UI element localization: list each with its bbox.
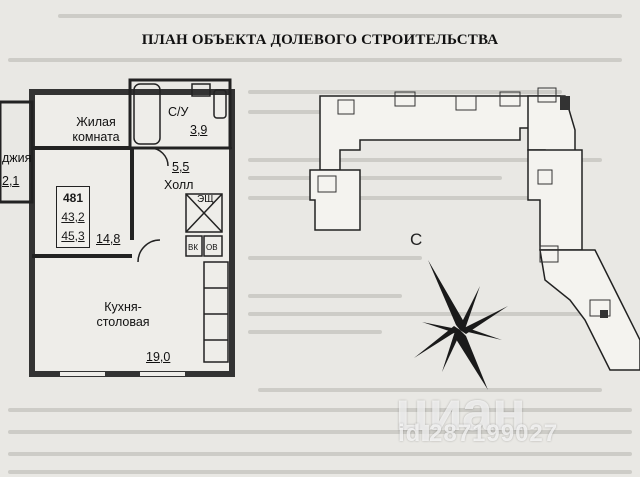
shaft-label: ЭЩ bbox=[197, 194, 214, 205]
apartment-area-total: 45,3 bbox=[61, 228, 85, 243]
bathroom-label: С/У bbox=[168, 105, 189, 119]
kitchen-area: 19,0 bbox=[146, 350, 171, 364]
building-site-plan bbox=[309, 87, 640, 390]
north-letter: С bbox=[410, 230, 423, 249]
hall-area: 5,5 bbox=[172, 160, 190, 174]
living-room-area: 14,8 bbox=[96, 232, 121, 246]
apartment-number: 481 bbox=[62, 191, 84, 206]
cian-watermark: циан bbox=[395, 379, 526, 442]
listing-id-watermark: id 287199027 bbox=[398, 420, 559, 447]
vk-label: ВК bbox=[188, 243, 198, 252]
hall-label: Холл bbox=[164, 178, 194, 192]
apartment-info-box: 481 43,2 45,3 bbox=[56, 186, 90, 248]
document-title: ПЛАН ОБЪЕКТА ДОЛЕВОГО СТРОИТЕЛЬСТВА bbox=[141, 32, 499, 48]
living-room-label: Жилая комната bbox=[72, 115, 120, 144]
ov-label: ОВ bbox=[206, 243, 218, 252]
bathroom-area: 3,9 bbox=[190, 123, 208, 137]
loggia-area: 2,1 bbox=[2, 174, 20, 188]
apartment-area-living: 43,2 bbox=[61, 209, 85, 224]
loggia-label: джия bbox=[2, 151, 32, 165]
kitchen-label: Кухня- столовая bbox=[96, 300, 150, 329]
